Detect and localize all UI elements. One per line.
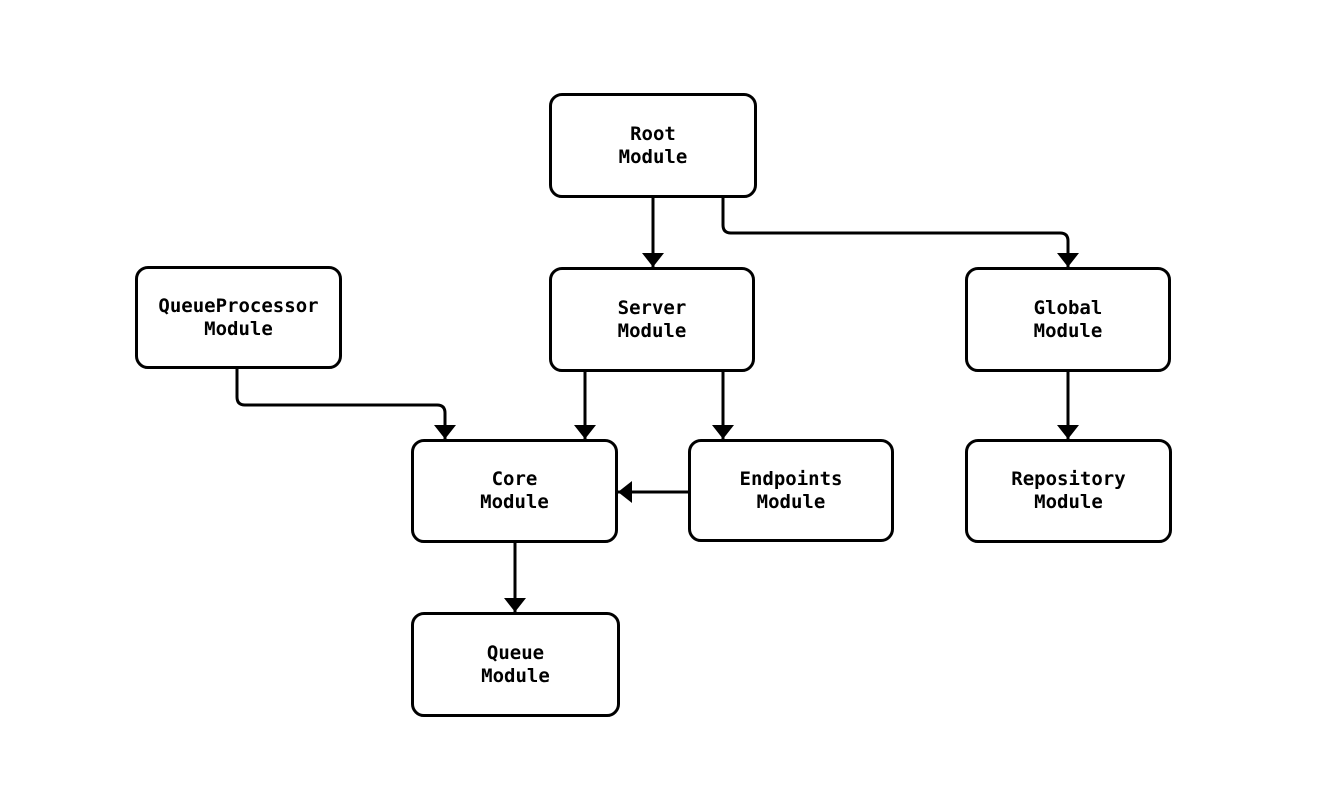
node-label-line2: Module — [480, 491, 549, 513]
node-label-line2: Module — [618, 145, 688, 168]
node-label-line2: Module — [204, 317, 273, 340]
node-label: Queue Module — [481, 642, 550, 688]
node-root-module: Root Module — [549, 93, 757, 198]
edge-root-to-global — [721, 198, 1079, 267]
node-queueprocessor-module: QueueProcessor Module — [135, 266, 342, 369]
node-label-line1: Global — [1033, 296, 1103, 319]
node-label-line1: Repository — [1011, 468, 1126, 490]
node-core-module: Core Module — [411, 439, 618, 543]
node-label-line2: Module — [1034, 491, 1103, 513]
node-queue-module: Queue Module — [411, 612, 620, 717]
node-label: Server Module — [618, 297, 687, 343]
node-label: Endpoints Module — [740, 468, 843, 514]
node-label-line2: Module — [617, 319, 687, 342]
node-label: Root Module — [619, 123, 688, 169]
node-server-module: Server Module — [549, 267, 755, 372]
node-label-line1: Queue — [486, 641, 545, 664]
node-label-line1: Core — [491, 468, 538, 490]
node-label-line1: QueueProcessor — [158, 294, 319, 317]
edge-queueprocessor-to-core — [235, 369, 456, 439]
node-endpoints-module: Endpoints Module — [688, 439, 894, 542]
node-label: Repository Module — [1011, 468, 1125, 514]
node-label-line1: Endpoints — [739, 467, 843, 490]
node-label-line1: Root — [630, 122, 676, 145]
node-label-line2: Module — [481, 664, 550, 687]
node-label: Core Module — [480, 468, 549, 514]
node-label: Global Module — [1034, 297, 1103, 343]
node-label-line2: Module — [756, 490, 826, 513]
node-label-line1: Server — [617, 296, 687, 319]
node-global-module: Global Module — [965, 267, 1171, 372]
node-repository-module: Repository Module — [965, 439, 1172, 543]
node-label: QueueProcessor Module — [158, 295, 318, 341]
node-label-line2: Module — [1033, 319, 1103, 342]
